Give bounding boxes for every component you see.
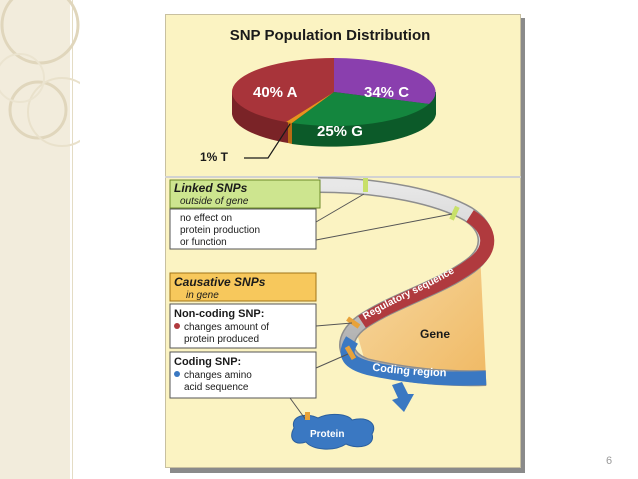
pie-label-g: 25% G <box>317 123 363 140</box>
coding-to-protein-line <box>289 397 307 421</box>
coding-bullet <box>174 371 180 377</box>
protein-label: Protein <box>310 429 344 440</box>
noncoding-snp-title: Non-coding SNP: <box>174 308 264 320</box>
pie-side-t <box>288 121 292 144</box>
noncoding-pointer-line <box>315 322 353 327</box>
linked-description-box <box>169 208 317 250</box>
noncoding-desc-line-1: changes amount of <box>184 322 269 333</box>
slide-left-band <box>0 0 70 479</box>
pie-chart <box>231 58 436 147</box>
linked-snps-header-box <box>169 179 321 209</box>
linked-snps-title: Linked SNPs <box>174 181 248 195</box>
coding-desc-line-1: changes amino <box>184 370 252 381</box>
linked-pointer-line-2 <box>315 213 453 241</box>
causative-snps-header-box <box>169 272 317 302</box>
pie-label-a: 40% A <box>253 84 298 101</box>
linked-snp-marker-1 <box>363 178 368 192</box>
linked-desc-line-1: no effect on <box>180 213 232 224</box>
noncoding-snp-marker <box>346 316 361 329</box>
slide-page-number: 6 <box>606 455 613 467</box>
pie-slice-g <box>292 92 429 126</box>
noncoding-desc-line-2: protein produced <box>184 334 259 345</box>
gene-label: Gene <box>420 327 450 341</box>
linked-desc-line-3: or function <box>180 237 227 248</box>
causative-snps-subtitle: in gene <box>186 290 219 301</box>
pie-slice-c <box>334 58 436 104</box>
coding-desc-line-2: acid sequence <box>184 382 249 393</box>
decorative-circles <box>0 0 80 147</box>
coding-pointer-line <box>315 353 349 369</box>
noncoding-snp-box <box>169 303 317 349</box>
pie-slice-a <box>231 58 334 122</box>
protein-shape <box>291 413 375 450</box>
linked-pointer-line-1 <box>315 193 365 223</box>
linked-desc-line-2: protein production <box>180 225 260 236</box>
linked-snp-marker-2 <box>449 205 460 221</box>
pie-t-leader-line <box>244 123 291 159</box>
coding-snp-box <box>169 351 317 399</box>
arrow-to-protein <box>392 382 414 412</box>
protein-snp-marker <box>305 412 310 420</box>
coding-snp-title: Coding SNP: <box>174 356 241 368</box>
pie-slice-t <box>286 92 334 123</box>
causative-snps-title: Causative SNPs <box>174 275 266 289</box>
pie-label-c: 34% C <box>364 84 409 101</box>
regulatory-sequence-segment <box>358 210 495 328</box>
coding-snp-marker <box>344 345 357 361</box>
pie-label-t: 1% T <box>200 150 229 164</box>
figure-divider <box>165 176 521 178</box>
pie-title: SNP Population Distribution <box>230 27 431 44</box>
noncoding-bullet <box>174 323 180 329</box>
linked-snps-subtitle: outside of gene <box>180 196 249 207</box>
slide-left-rule <box>72 0 73 479</box>
